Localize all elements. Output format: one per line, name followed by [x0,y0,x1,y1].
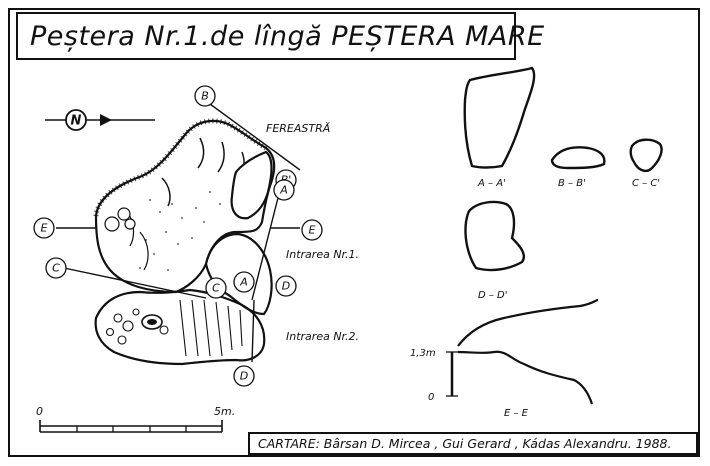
marker-d-bottom: D [240,370,248,383]
section-e-e-label: E – E [504,408,529,419]
cross-sections [463,66,663,272]
cave-plan [93,118,276,366]
marker-d-top: D [282,280,290,293]
scale-end: 5m. [214,405,235,418]
profile-bottom-label: 0 [428,392,434,403]
section-b-b-label: B – B' [558,178,586,189]
label-entrance-2: Intrarea Nr.2. [286,330,359,343]
profile-e-e [457,298,599,405]
map-frame [8,8,700,457]
marker-c-left: C [52,262,60,275]
marker-c-right: C [212,282,220,295]
marker-b: B [201,90,209,103]
scale-bar [39,420,223,433]
scale-start: 0 [36,405,43,418]
section-d-d-label: D – D' [478,290,508,301]
section-c-c-label: C – C' [632,178,660,189]
marker-e-left: E [41,222,48,235]
north-arrow: N [45,109,155,131]
marker-a-prime: A [239,276,248,289]
credits-text: CARTARE: Bârsan D. Mircea , Gui Gerard ,… [258,436,672,451]
profile-top-label: 1,3m [410,348,436,359]
marker-a: A [279,184,288,197]
map-title: Peștera Nr.1.de lîngă PEȘTERA MARE [30,20,545,52]
title-box: Peștera Nr.1.de lîngă PEȘTERA MARE [16,12,544,60]
marker-e-right: E [309,224,316,237]
section-markers: B B' A E E C A C D D [33,85,323,387]
north-label: N [71,114,82,129]
label-entrance-1: Intrarea Nr.1. [286,248,359,261]
section-a-a-label: A – A' [477,178,506,189]
label-window: FEREASTRĂ [266,122,330,135]
section-lines [56,103,301,363]
credits-box: CARTARE: Bârsan D. Mircea , Gui Gerard ,… [248,432,698,455]
